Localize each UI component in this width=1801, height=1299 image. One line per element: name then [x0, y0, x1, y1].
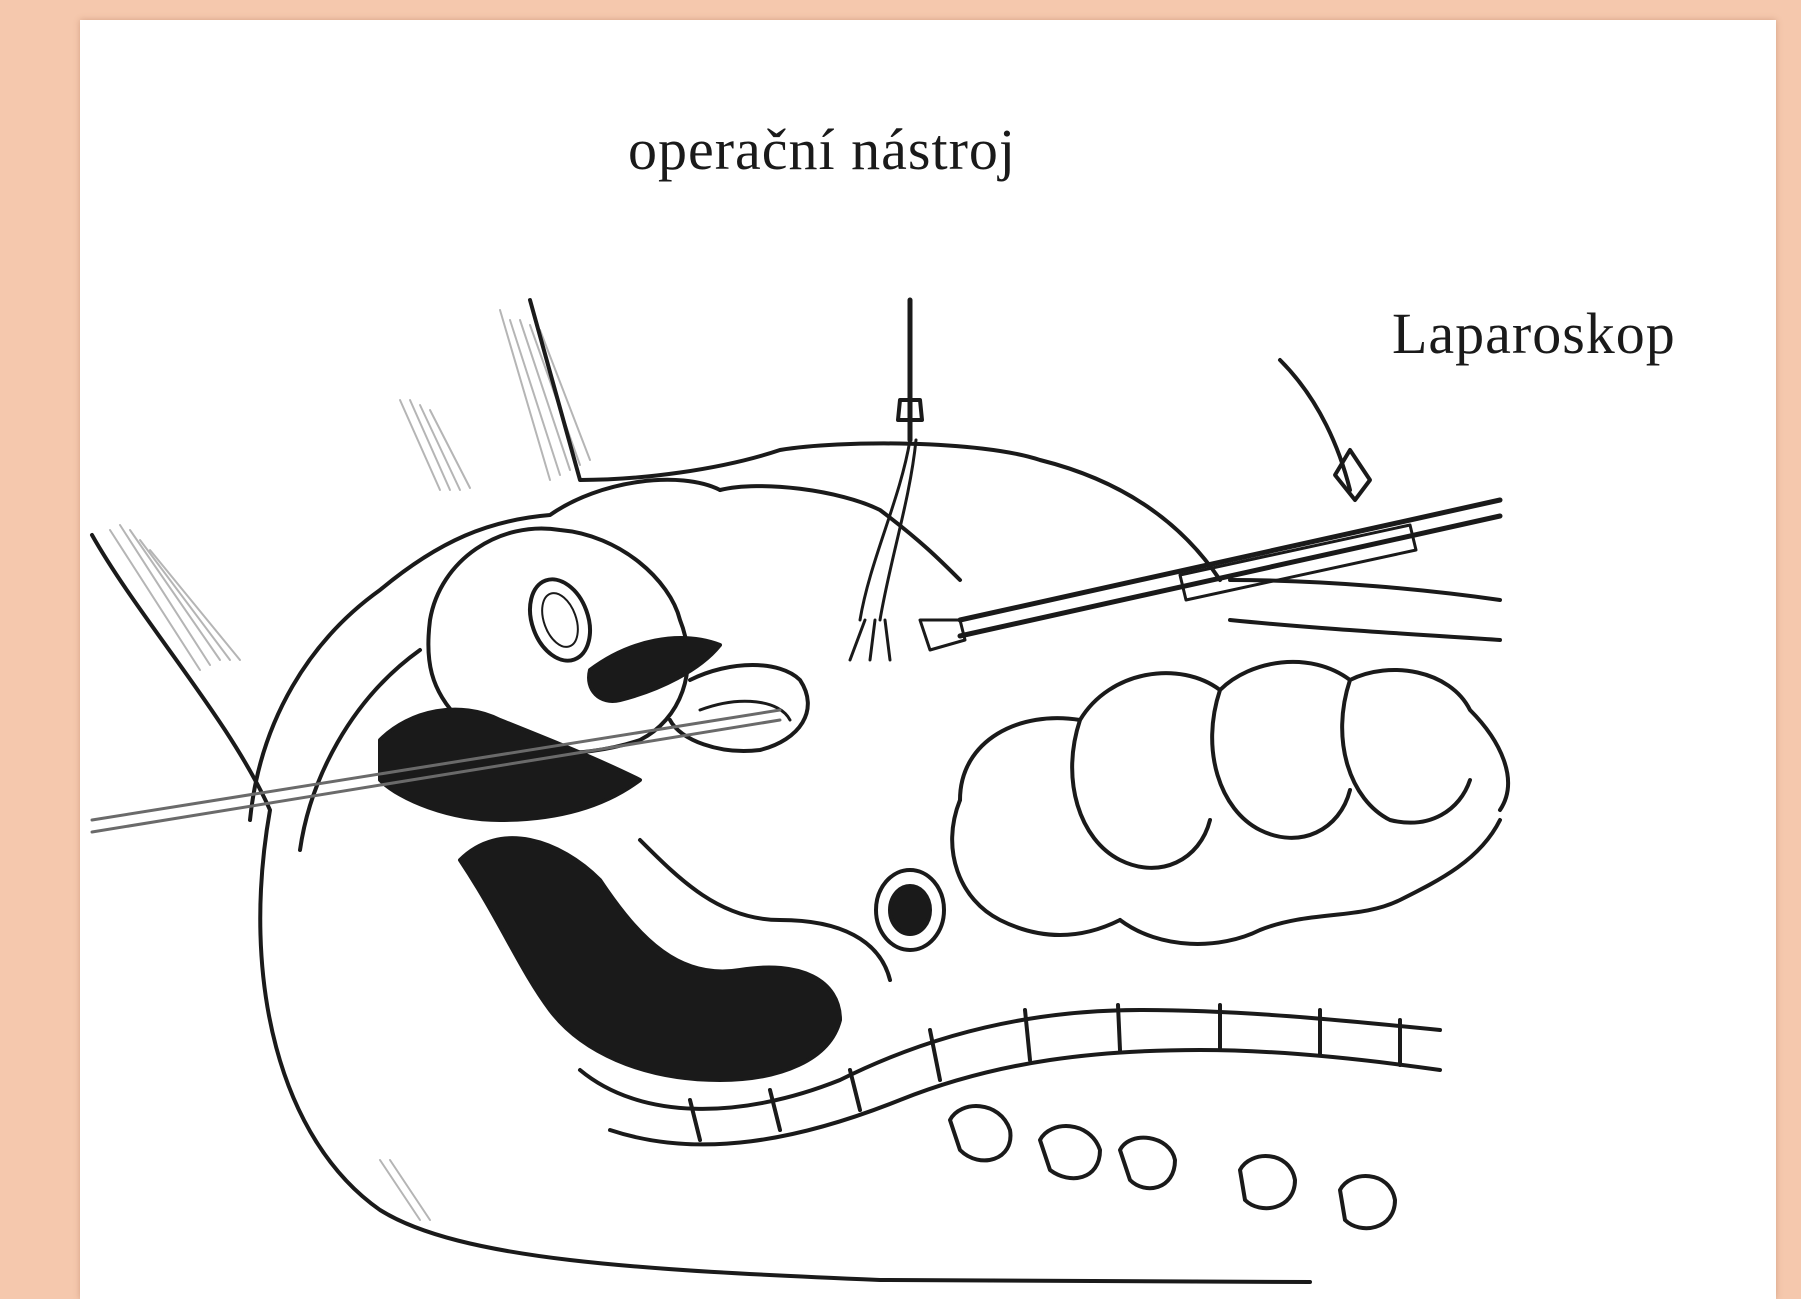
illustration-panel: operační nástroj Laparoskop	[80, 20, 1776, 1299]
upper-body-outline	[530, 300, 1220, 580]
dark-cavity-upper	[589, 638, 720, 701]
operative-instrument	[850, 300, 922, 660]
rectum	[460, 838, 840, 1080]
laparoscope-instrument	[920, 360, 1500, 650]
laparoscopy-cross-section-drawing	[80, 20, 1776, 1299]
ovary	[519, 571, 600, 669]
operative-instrument-label: operační nástroj	[628, 116, 1016, 183]
fallopian-tube	[670, 665, 808, 751]
intestines	[952, 662, 1508, 944]
laparoscope-label: Laparoskop	[1392, 300, 1676, 367]
